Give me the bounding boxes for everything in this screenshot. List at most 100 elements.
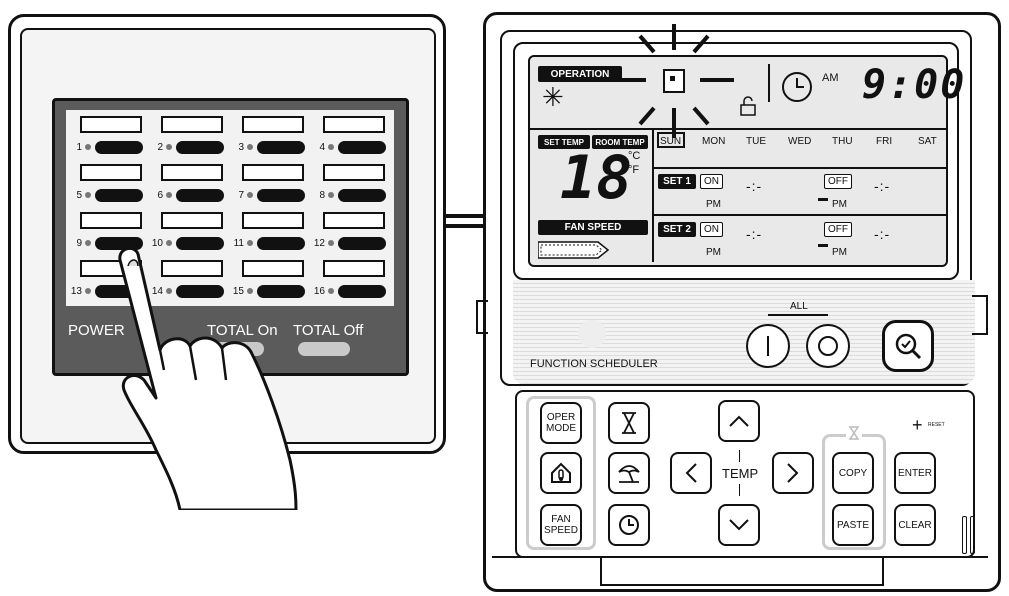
set2-pm-label: PM — [706, 247, 721, 258]
unit-control[interactable]: 3 — [232, 140, 305, 154]
room-temp-label: ROOM TEMP — [592, 135, 648, 149]
unit-toggle-button[interactable] — [95, 188, 143, 202]
reset-plus-icon: + — [912, 415, 923, 435]
unit-box — [242, 212, 304, 229]
room-temp-button[interactable] — [540, 452, 582, 494]
timer-button[interactable] — [608, 402, 650, 444]
unit-toggle-button[interactable] — [338, 140, 386, 154]
clock-icon — [782, 72, 812, 102]
set1-on-time: -:- — [746, 178, 763, 194]
unit-box — [161, 212, 223, 229]
left-button-group — [526, 396, 596, 550]
unit-toggle-button[interactable] — [176, 188, 224, 202]
unit-control[interactable]: 16 — [313, 284, 386, 298]
unit-toggle-button[interactable] — [176, 284, 224, 298]
magnifier-check-icon — [895, 333, 922, 360]
all-on-button[interactable] — [746, 324, 790, 368]
oper-mode-button[interactable]: OPER MODE — [540, 402, 582, 444]
set1-pm-label: PM — [706, 199, 721, 210]
unit-number: 9 — [76, 237, 82, 249]
lcd-hline-1 — [530, 128, 946, 130]
paste-button[interactable]: PASTE — [832, 504, 874, 546]
unit-toggle-button[interactable] — [257, 236, 305, 250]
total-off-button[interactable] — [298, 342, 350, 356]
vacation-button[interactable] — [608, 452, 650, 494]
view-button[interactable] — [882, 320, 934, 372]
unit-box — [242, 116, 304, 133]
temp-up-button[interactable] — [718, 400, 760, 442]
unit-status-dot — [247, 192, 253, 198]
unit-box — [242, 260, 304, 277]
unit-status-dot — [247, 144, 253, 150]
unit-status-dot — [85, 192, 91, 198]
fan-speed-button[interactable]: FAN SPEED — [540, 504, 582, 546]
lcd-hline-3 — [654, 214, 946, 216]
unit-control[interactable]: 10 — [151, 236, 224, 250]
home-thermometer-icon — [551, 462, 571, 483]
unit-number: 15 — [232, 285, 244, 297]
power-label: POWER — [68, 322, 125, 339]
time-ampm: AM — [822, 72, 839, 84]
unit-control[interactable]: 12 — [313, 236, 386, 250]
left-hinge — [476, 300, 488, 334]
unit-control[interactable]: 14 — [151, 284, 224, 298]
unit-control[interactable]: 5 — [70, 188, 143, 202]
unit-toggle-button[interactable] — [95, 236, 143, 250]
unit-toggle-button[interactable] — [95, 140, 143, 154]
unit-control[interactable]: 8 — [313, 188, 386, 202]
day-label: WED — [788, 136, 812, 147]
indicator-lamp — [578, 320, 606, 348]
unit-control[interactable]: 11 — [232, 236, 305, 250]
day-label: SUN — [660, 136, 682, 147]
chevron-up-icon — [729, 415, 749, 427]
set2-off-marker — [818, 244, 828, 247]
unit-toggle-button[interactable] — [257, 188, 305, 202]
reset-label[interactable]: RESET — [928, 422, 945, 428]
unit-number: 13 — [70, 285, 82, 297]
temp-right-button[interactable] — [772, 452, 814, 494]
unit-toggle-button[interactable] — [257, 140, 305, 154]
all-bracket — [768, 314, 828, 316]
copy-button[interactable]: COPY — [832, 452, 874, 494]
chevron-left-icon — [685, 463, 697, 483]
total-on-label: TOTAL On — [207, 322, 278, 339]
unit-toggle-button[interactable] — [176, 236, 224, 250]
unit-number: 1 — [76, 141, 82, 153]
unit-toggle-button[interactable] — [176, 140, 224, 154]
clock-button[interactable] — [608, 504, 650, 546]
temp-left-button[interactable] — [670, 452, 712, 494]
unit-box — [80, 116, 142, 133]
all-off-button[interactable] — [806, 324, 850, 368]
unit-toggle-button[interactable] — [338, 188, 386, 202]
unlock-icon — [740, 96, 756, 116]
all-label: ALL — [790, 301, 808, 312]
unit-control[interactable]: 4 — [313, 140, 386, 154]
set2-off-pm-label: PM — [832, 247, 847, 258]
unit-box — [161, 116, 223, 133]
beach-umbrella-icon — [618, 465, 640, 483]
power-off-icon — [818, 336, 838, 356]
unit-control[interactable]: 6 — [151, 188, 224, 202]
unit-number: 2 — [157, 141, 163, 153]
unit-number: 4 — [319, 141, 325, 153]
unit-control[interactable]: 15 — [232, 284, 305, 298]
enter-button[interactable]: ENTER — [894, 452, 936, 494]
unit-box — [323, 164, 385, 181]
unit-status-dot — [328, 144, 334, 150]
unit-box — [161, 260, 223, 277]
unit-control[interactable]: 2 — [151, 140, 224, 154]
clear-button[interactable]: CLEAR — [894, 504, 936, 546]
unit-control[interactable]: 1 — [70, 140, 143, 154]
temp-down-button[interactable] — [718, 504, 760, 546]
lcd-hline-2 — [654, 167, 946, 169]
day-label: SAT — [918, 136, 937, 147]
unit-toggle-button[interactable] — [257, 284, 305, 298]
pointing-hand-icon — [118, 246, 298, 510]
unit-control[interactable]: 7 — [232, 188, 305, 202]
unit-toggle-button[interactable] — [338, 236, 386, 250]
unit-toggle-button[interactable] — [338, 284, 386, 298]
temp-label: TEMP — [722, 466, 759, 481]
unit-status-dot — [166, 288, 172, 294]
unit-control[interactable]: 9 — [70, 236, 143, 250]
